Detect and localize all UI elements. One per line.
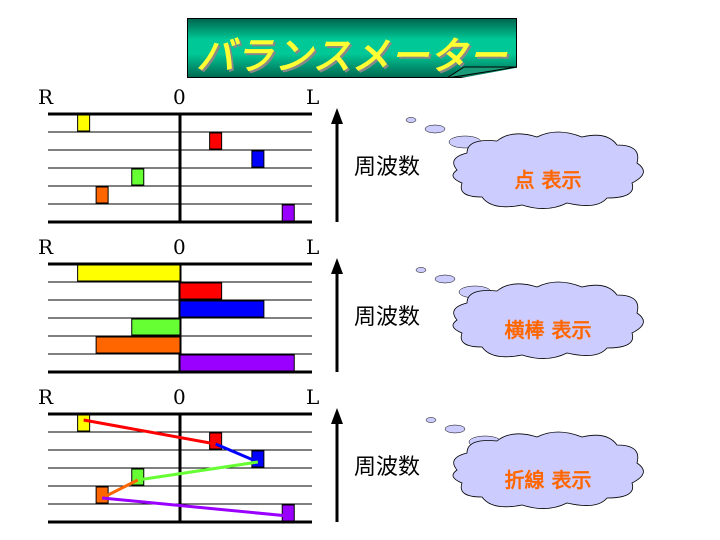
axis-label-l: L [306, 385, 319, 409]
axis-label-l: L [306, 85, 319, 109]
meter-bar [77, 264, 181, 282]
meter-marker [131, 168, 145, 186]
axis-label-zero: 0 [173, 85, 186, 109]
meter-bar [179, 282, 223, 300]
banner-fold [447, 66, 517, 78]
panel-point: R 0 L 周波数点 表示 [38, 85, 644, 224]
bubble [434, 274, 456, 284]
cloud-caption: 横棒 表示 [505, 318, 592, 342]
panel-line: R 0 L 周波数折線 表示 [38, 385, 644, 524]
meter-marker [209, 132, 223, 150]
bubble [405, 117, 417, 123]
arrow-head-icon [331, 258, 343, 274]
meter-bar [95, 336, 181, 354]
frequency-label: 周波数 [354, 455, 420, 480]
cloud-caption: 点 表示 [515, 168, 582, 192]
bubble [425, 417, 437, 423]
bubble [415, 267, 427, 273]
axis-label-r: R [38, 385, 54, 409]
trace-segment [137, 460, 259, 482]
meter-marker [251, 150, 265, 168]
axis-label-zero: 0 [173, 385, 186, 409]
frequency-label: 周波数 [354, 155, 420, 180]
title-banner: バランスメーター [187, 18, 517, 78]
meter-marker [77, 114, 91, 132]
bubble [424, 124, 446, 134]
thought-cloud [452, 131, 644, 209]
thought-cloud [452, 431, 644, 509]
trace-segment [101, 496, 289, 518]
axis-label-r: R [38, 85, 54, 109]
meter-marker [281, 204, 295, 222]
panel-bar: R 0 L 周波数横棒 表示 [38, 235, 644, 374]
axis-label-r: R [38, 235, 54, 259]
meter-bar [179, 300, 265, 318]
thought-cloud [452, 281, 644, 359]
meter-marker [95, 186, 109, 204]
frequency-label: 周波数 [354, 305, 420, 330]
title-text: バランスメーター [196, 34, 508, 78]
meter-marker [281, 504, 295, 522]
arrow-head-icon [331, 108, 343, 124]
trace-segment [101, 478, 139, 500]
bubble [444, 424, 466, 434]
meter-marker [77, 414, 91, 432]
cloud-caption: 折線 表示 [505, 468, 592, 492]
axis-label-l: L [306, 235, 319, 259]
meter-bar [179, 354, 295, 372]
trace-segment [215, 442, 259, 464]
meter-bar [131, 318, 181, 336]
axis-label-zero: 0 [173, 235, 186, 259]
trace-segment [83, 418, 216, 446]
arrow-head-icon [331, 408, 343, 424]
